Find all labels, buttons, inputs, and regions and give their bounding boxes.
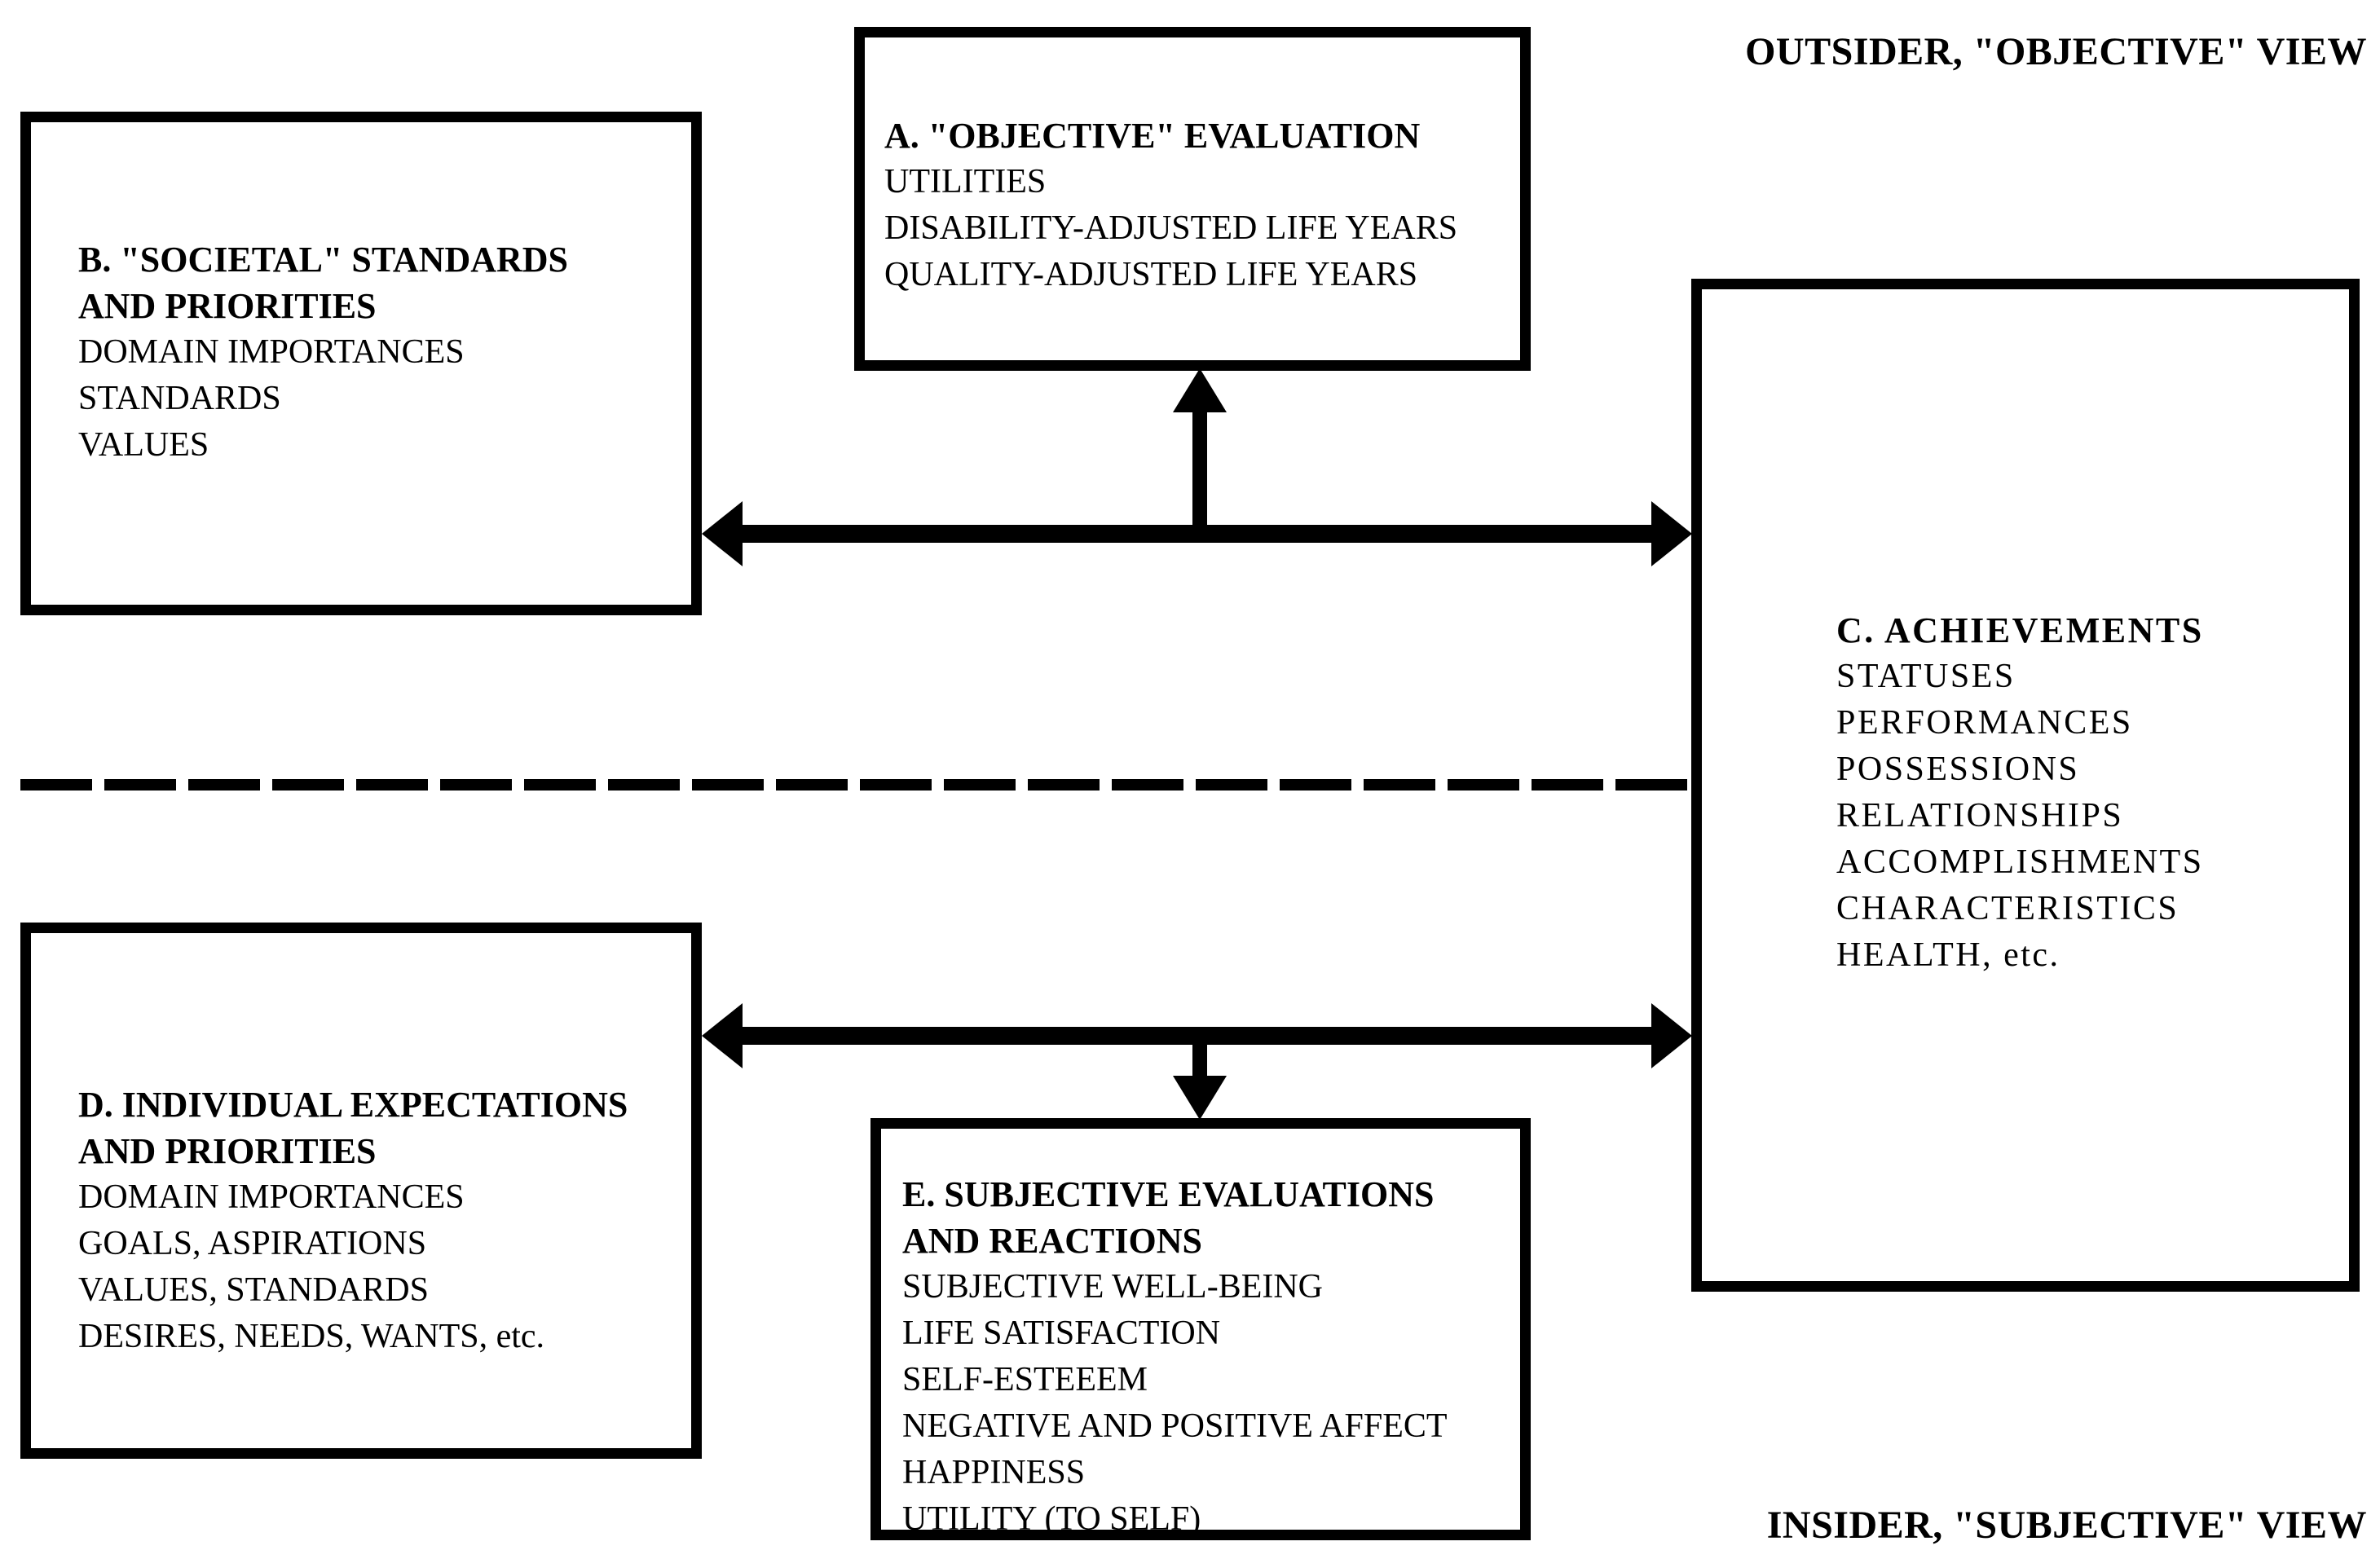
box-e-item: SUBJECTIVE WELL-BEING xyxy=(902,1268,1323,1306)
box-c-item: RELATIONSHIPS xyxy=(1836,797,2124,835)
box-d-item: DESIRES, NEEDS, WANTS, etc. xyxy=(78,1318,545,1355)
box-c-item: PERFORMANCES xyxy=(1836,704,2133,742)
box-b-text: B. "SOCIETAL" STANDARDS AND PRIORITIES D… xyxy=(78,236,568,469)
box-e-item: HAPPINESS xyxy=(902,1454,1086,1491)
objective-subjective-divider-dashed-line xyxy=(20,779,1691,791)
arrow-d-c-shaft xyxy=(738,1027,1659,1045)
arrow-to-e-down-arrowhead-icon xyxy=(1173,1076,1227,1120)
box-c-title: C. ACHIEVEMENTS xyxy=(1836,610,2204,650)
arrow-to-e-shaft xyxy=(1192,1040,1207,1086)
box-a-title: A. "OBJECTIVE" EVALUATION xyxy=(884,116,1421,156)
outsider-view-label: OUTSIDER, "OBJECTIVE" VIEW xyxy=(1745,30,2367,73)
box-d-individual-expectations: D. INDIVIDUAL EXPECTATIONS AND PRIORITIE… xyxy=(20,923,702,1459)
box-e-item: UTILITY (TO SELF) xyxy=(902,1500,1201,1538)
box-c-item: STATUSES xyxy=(1836,658,2016,695)
box-a-objective-evaluation: A. "OBJECTIVE" EVALUATION UTILITIES DISA… xyxy=(854,27,1531,371)
box-d-title-line1: D. INDIVIDUAL EXPECTATIONS xyxy=(78,1085,628,1125)
box-e-item: NEGATIVE AND POSITIVE AFFECT xyxy=(902,1407,1448,1445)
box-c-item: HEALTH, etc. xyxy=(1836,936,2060,974)
arrow-b-c-right-arrowhead-icon xyxy=(1651,501,1692,566)
box-c-text: C. ACHIEVEMENTS STATUSES PERFORMANCES PO… xyxy=(1836,607,2204,979)
arrow-d-c-right-arrowhead-icon xyxy=(1651,1003,1692,1068)
box-e-item: LIFE SATISFACTION xyxy=(902,1315,1221,1352)
box-b-item: STANDARDS xyxy=(78,380,281,417)
box-a-item: QUALITY-ADJUSTED LIFE YEARS xyxy=(884,256,1418,293)
box-c-achievements: C. ACHIEVEMENTS STATUSES PERFORMANCES PO… xyxy=(1691,279,2360,1292)
box-d-item: GOALS, ASPIRATIONS xyxy=(78,1225,427,1262)
box-a-item: UTILITIES xyxy=(884,163,1047,200)
arrow-to-a-up-arrowhead-icon xyxy=(1173,368,1227,412)
box-e-text: E. SUBJECTIVE EVALUATIONS AND REACTIONS … xyxy=(902,1171,1448,1543)
box-b-title-line1: B. "SOCIETAL" STANDARDS xyxy=(78,240,569,280)
insider-view-label: INSIDER, "SUBJECTIVE" VIEW xyxy=(1766,1504,2367,1547)
box-d-text: D. INDIVIDUAL EXPECTATIONS AND PRIORITIE… xyxy=(78,1081,628,1360)
box-a-item: DISABILITY-ADJUSTED LIFE YEARS xyxy=(884,209,1458,247)
arrow-to-a-shaft xyxy=(1192,407,1207,543)
box-b-item: VALUES xyxy=(78,426,209,464)
box-b-title-line2: AND PRIORITIES xyxy=(78,286,377,326)
box-a-text: A. "OBJECTIVE" EVALUATION UTILITIES DISA… xyxy=(884,112,1457,298)
arrow-d-c-left-arrowhead-icon xyxy=(702,1003,743,1068)
box-d-item: DOMAIN IMPORTANCES xyxy=(78,1178,465,1216)
box-d-item: VALUES, STANDARDS xyxy=(78,1271,429,1309)
arrow-b-c-left-arrowhead-icon xyxy=(702,501,743,566)
box-e-item: SELF-ESTEEEM xyxy=(902,1361,1148,1398)
box-e-title-line2: AND REACTIONS xyxy=(902,1221,1202,1261)
box-e-title-line1: E. SUBJECTIVE EVALUATIONS xyxy=(902,1174,1435,1214)
box-b-societal-standards: B. "SOCIETAL" STANDARDS AND PRIORITIES D… xyxy=(20,112,702,615)
box-c-item: ACCOMPLISHMENTS xyxy=(1836,843,2204,881)
box-c-item: POSSESSIONS xyxy=(1836,751,2080,788)
box-b-item: DOMAIN IMPORTANCES xyxy=(78,333,465,371)
box-c-item: CHARACTERISTICS xyxy=(1836,890,2179,927)
box-e-subjective-evaluations: E. SUBJECTIVE EVALUATIONS AND REACTIONS … xyxy=(870,1118,1531,1540)
box-d-title-line2: AND PRIORITIES xyxy=(78,1131,377,1171)
